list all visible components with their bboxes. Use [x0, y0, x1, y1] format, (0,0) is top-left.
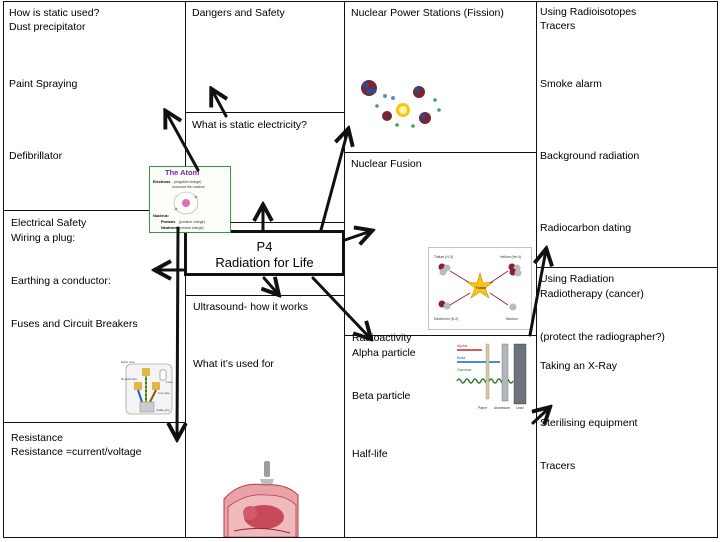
- neutral-wire: [137, 389, 143, 403]
- tracers-label: Tracers: [540, 460, 576, 472]
- paper-sheet: [485, 343, 490, 400]
- plug-neutral-label: Neutral wire: [121, 377, 137, 381]
- beta-particle-label: Beta particle: [352, 390, 411, 402]
- atom-protons-note: (positive charge): [179, 220, 205, 224]
- fusion-product2: Neutron: [506, 317, 518, 321]
- plug-cable-label: Cable grip: [156, 408, 170, 412]
- radioisotopes-title-line1: Using Radioisotopes: [540, 6, 637, 18]
- electrical-safety-box: Electrical Safety Wiring a plug: Earthin…: [3, 210, 186, 423]
- fuses-label: Fuses and Circuit Breakers: [11, 318, 138, 330]
- atom-electrons-note2: surround the nucleus: [172, 185, 205, 189]
- center-title-line2: Radiation for Life: [215, 255, 314, 270]
- static-uses-title-line2: Dust precipitator: [9, 21, 86, 33]
- fission-box: Nuclear Power Stations (Fission): [344, 1, 537, 154]
- aluminium-figure-label: Aluminium: [494, 406, 510, 410]
- fission-title: Nuclear Power Stations (Fission): [351, 7, 504, 19]
- half-life-label: Half-life: [352, 448, 388, 460]
- lead-block: [513, 343, 527, 405]
- resistance-title-line2: Resistance =current/voltage: [11, 446, 142, 458]
- ultrasound-scan-figure: [220, 459, 300, 538]
- radioactivity-title-line2: Alpha particle: [352, 347, 416, 359]
- fusion-reactant1: Tritium (H-3): [434, 255, 453, 259]
- radiation-penetration-figure: Alpha Beta Gamma Paper Aluminium Lead: [452, 341, 532, 411]
- fragment-nucleus-1: [413, 86, 425, 98]
- atom-electrons-note: - (negative charge): [172, 180, 201, 184]
- fusion-reactant2: Deuterium (H-2): [434, 317, 458, 321]
- ultrasound-title: Ultrasound- how it works: [193, 301, 308, 313]
- xray-label: Taking an X-Ray: [540, 360, 618, 372]
- background-radiation-label: Background radiation: [540, 150, 640, 162]
- defibrillator-label: Defibrillator: [9, 150, 63, 162]
- plug-figure: Earth wire Neutral wire Live wire Fuse C…: [120, 358, 180, 418]
- earthing-label: Earthing a conductor:: [11, 275, 111, 287]
- plug-live-label: Live wire: [158, 391, 170, 395]
- paint-spraying-label: Paint Spraying: [9, 78, 78, 90]
- alpha-label: Alpha: [457, 343, 468, 348]
- fuse: [159, 369, 167, 381]
- fusion-figure: Tritium (H-3) Deuterium (H-2) Fusion Hel…: [428, 247, 532, 330]
- atom-neutrons-label: Neutrons: [161, 226, 178, 230]
- center-title-line1: P4: [256, 239, 273, 254]
- live-wire: [149, 389, 157, 403]
- fusion-center-label: Fusion: [476, 286, 486, 290]
- sterilising-label: Sterilising equipment: [540, 417, 638, 429]
- atom-neutrons-note: (neutral charge): [179, 226, 204, 230]
- fission-figure: [355, 70, 445, 132]
- atom-protons-label: Protons: [161, 220, 175, 224]
- paper-label: Paper: [478, 406, 488, 410]
- plug-earth-label: Earth wire: [121, 360, 135, 364]
- lead-label: Lead: [516, 406, 524, 410]
- protect-radiographer-label: (protect the radiographer?): [540, 331, 665, 343]
- electrical-safety-title-line1: Electrical Safety: [11, 217, 87, 229]
- resistance-title-line1: Resistance: [11, 432, 63, 444]
- dangers-safety-title: Dangers and Safety: [192, 7, 285, 19]
- ultrasound-probe: [264, 461, 270, 477]
- fusion-product1: Helium (He-4): [500, 255, 521, 259]
- atom-title: The Atom: [165, 168, 200, 177]
- center-title-box: P4 Radiation for Life: [184, 230, 345, 276]
- static-uses-title-line1: How is static used?: [9, 7, 100, 19]
- atom-figure: The Atom Electrons - (negative charge) s…: [149, 166, 231, 233]
- radioisotopes-box: Using Radioisotopes Tracers Smoke alarm …: [536, 1, 718, 269]
- using-radiation-title-line2: Radiotherapy (cancer): [540, 288, 644, 300]
- atom-nucleus-label: Nucleus:: [153, 214, 169, 218]
- fragment-nucleus-2: [419, 112, 431, 124]
- beta-label: Beta: [457, 355, 466, 360]
- radioactivity-title-line1: Radioactivity: [352, 332, 412, 344]
- radiocarbon-dating-label: Radiocarbon dating: [540, 222, 632, 234]
- gamma-label: Gamma: [457, 367, 472, 372]
- fusion-star: [465, 271, 495, 299]
- ultrasound-uses-label: What it’s used for: [193, 358, 274, 370]
- static-electricity-title: What is static electricity?: [192, 119, 307, 131]
- uranium-nucleus: [361, 80, 377, 96]
- resistance-box: Resistance Resistance =current/voltage: [3, 422, 186, 538]
- dangers-safety-box: Dangers and Safety: [185, 1, 345, 114]
- electrical-safety-title-line2: Wiring a plug:: [11, 232, 76, 244]
- radioisotopes-title-line2: Tracers: [540, 20, 576, 32]
- atom-electrons-label: Electrons: [153, 180, 170, 184]
- static-uses-box: How is static used? Dust precipitator Pa…: [3, 1, 186, 211]
- smoke-alarm-label: Smoke alarm: [540, 78, 602, 90]
- plug-fuse-label: Fuse: [166, 380, 173, 384]
- aluminium-sheet: [501, 343, 509, 402]
- using-radiation-box: Using Radiation Radiotherapy (cancer) (p…: [536, 267, 718, 538]
- using-radiation-title-line1: Using Radiation: [540, 273, 615, 285]
- atom-nucleus: [182, 199, 190, 207]
- fusion-title: Nuclear Fusion: [351, 158, 422, 170]
